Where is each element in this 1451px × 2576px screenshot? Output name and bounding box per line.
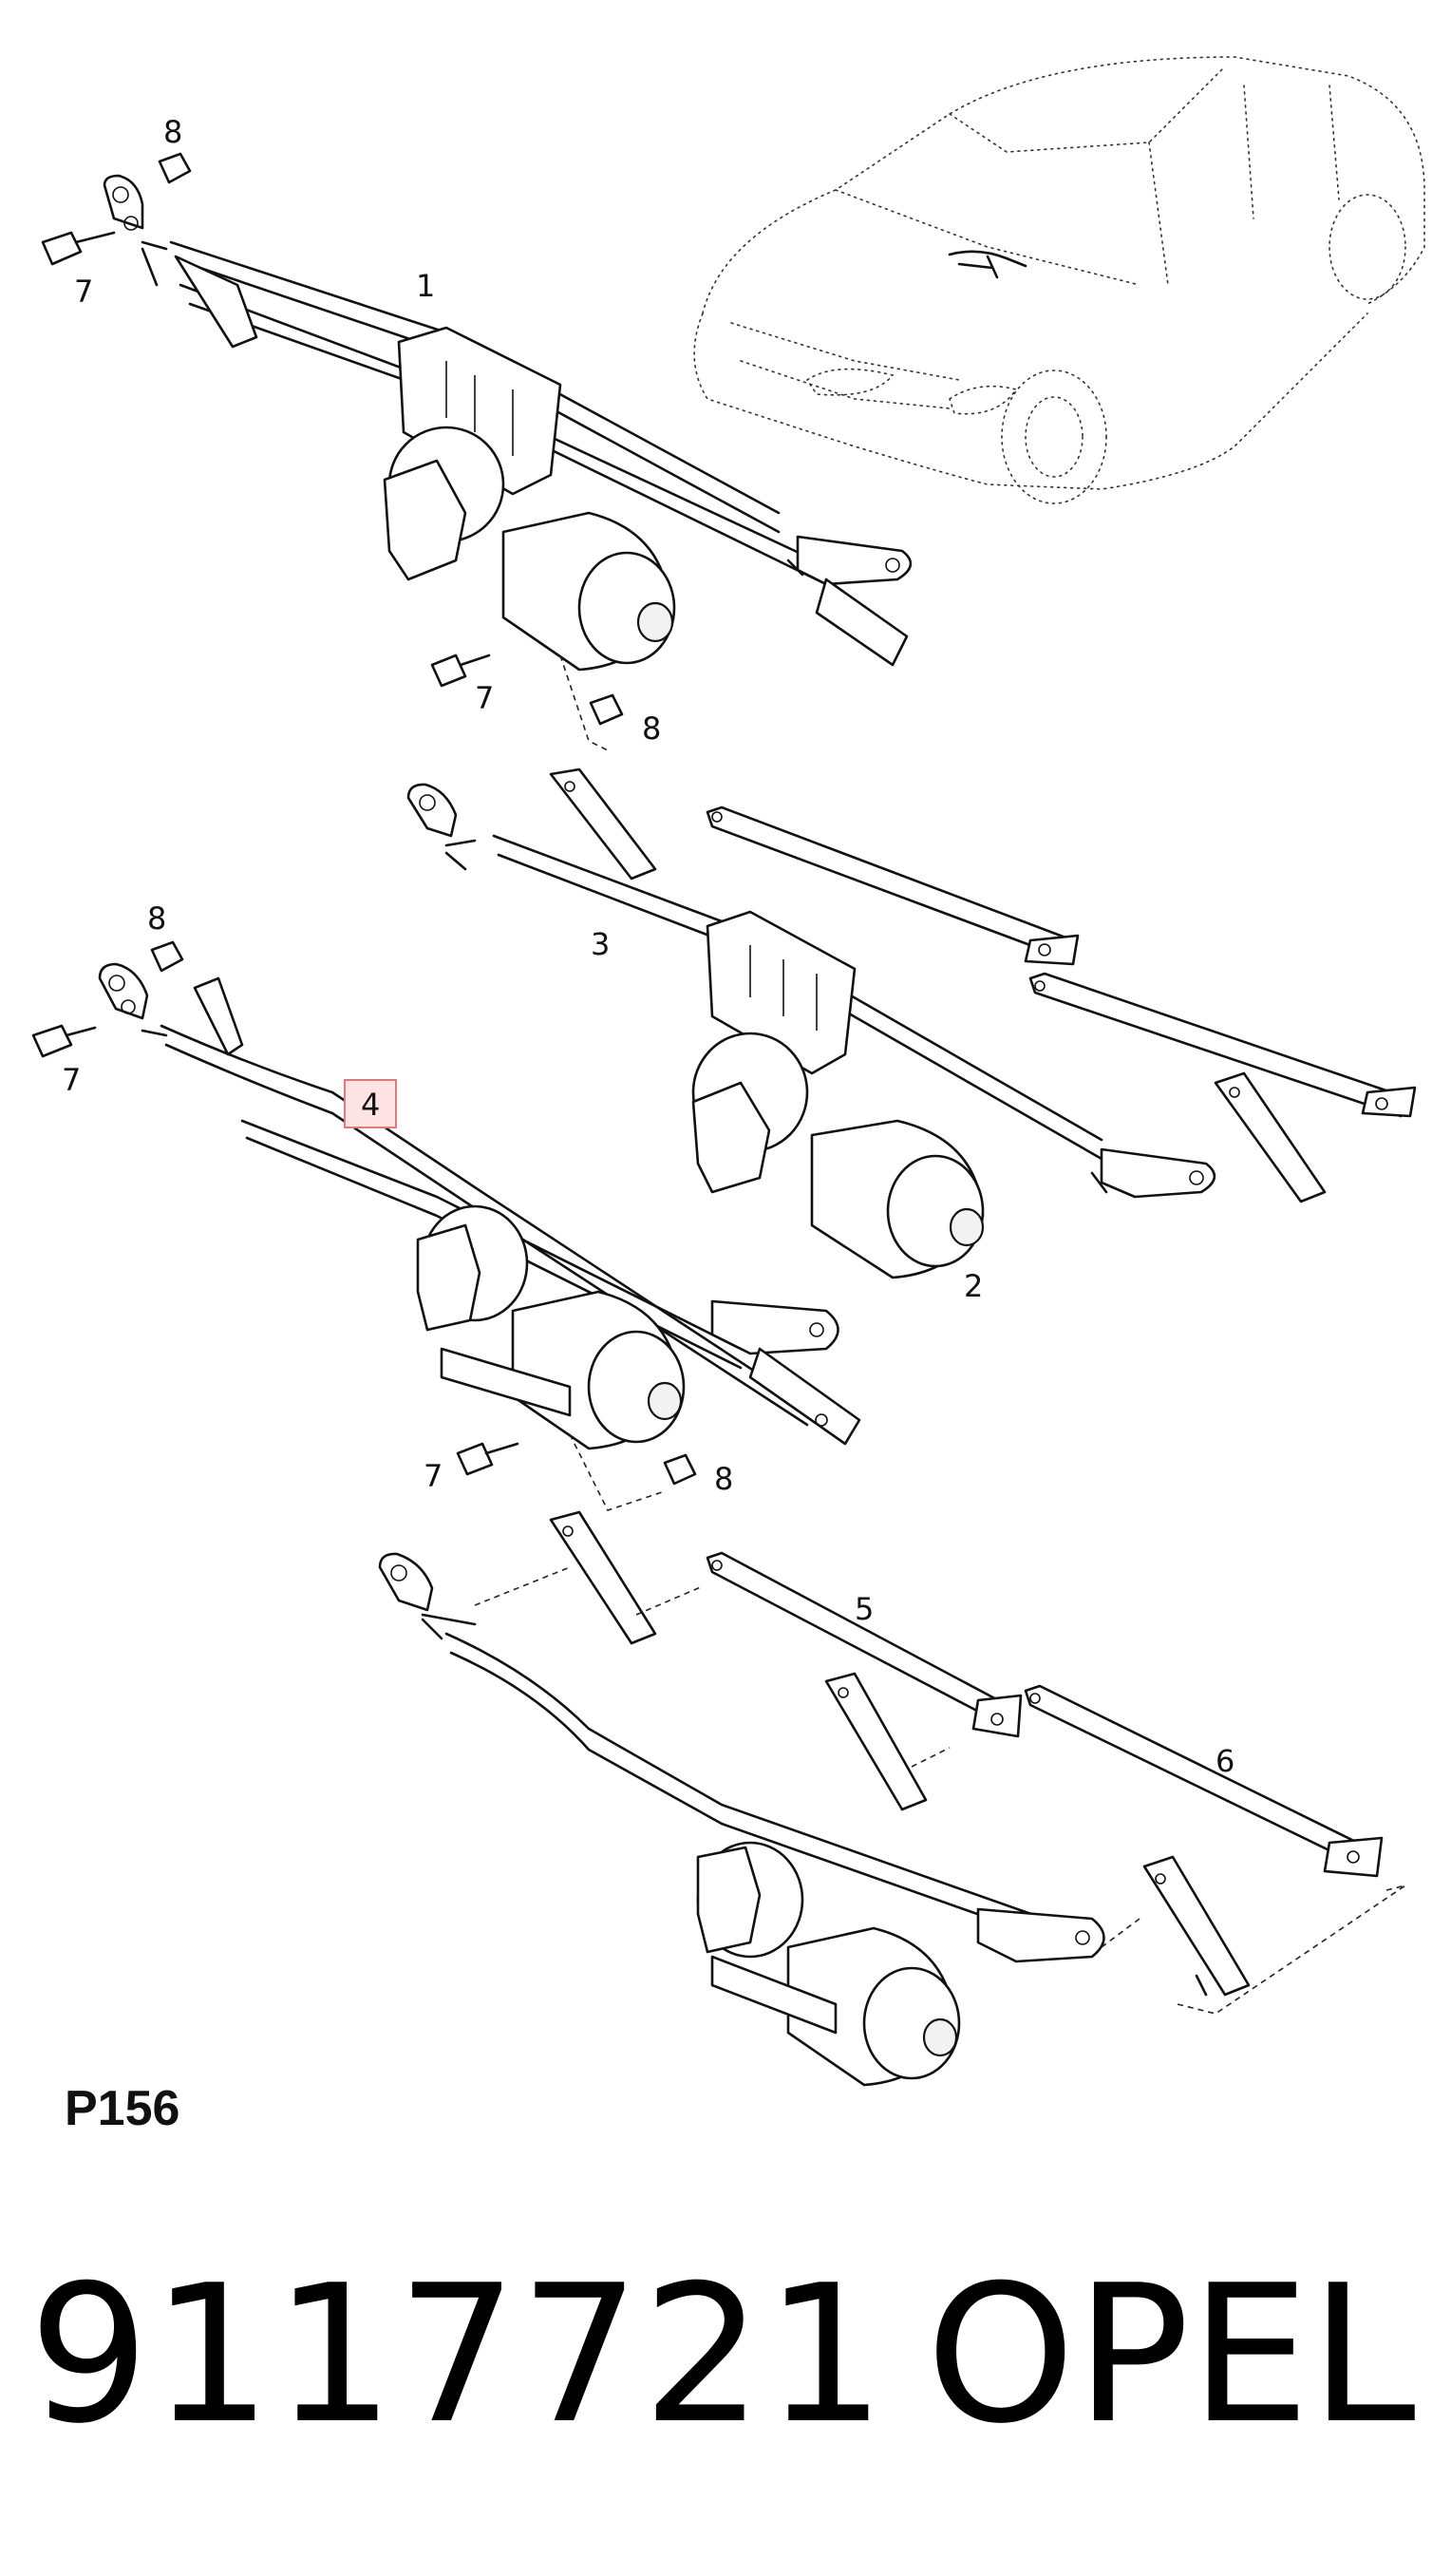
bracket-plate-bottom-center: [824, 1672, 951, 1811]
callout-8-top-center: 8: [642, 710, 661, 747]
callout-8-middle-left: 8: [147, 900, 166, 937]
wiper-linkage-assembly-2: [691, 1032, 1216, 1279]
nut-8-middle-center: [663, 1453, 697, 1486]
bracket-plate-bottom-left: [549, 1510, 704, 1645]
callout-7-middle-left: 7: [62, 1062, 81, 1098]
page-code-label: P156: [65, 2081, 180, 2136]
link-rod-lower-right: [1028, 972, 1417, 1118]
callout-2: 2: [964, 1268, 983, 1304]
callout-5: 5: [855, 1591, 874, 1627]
bolt-7-top-center: [430, 653, 491, 688]
bracket-plate-bottom-right: [1142, 1855, 1251, 1997]
wiper-linkage-assembly-1: [103, 174, 913, 751]
car-outline-illustration: [693, 56, 1425, 504]
bolt-7-middle-left: [31, 1024, 97, 1058]
link-rod-6: [1024, 1684, 1406, 2015]
highlight-box-callout-4: [344, 1079, 397, 1128]
bolt-7-middle-center: [456, 1442, 519, 1476]
callout-6: 6: [1215, 1743, 1234, 1779]
nut-8-top-left: [158, 152, 192, 184]
callout-7-top-center: 7: [475, 680, 494, 716]
part-number: 9117721: [28, 2245, 888, 2466]
link-rod-upper-right: [706, 805, 1080, 966]
callout-4[interactable]: 4: [361, 1087, 380, 1123]
wiper-linkage-assembly-4: [98, 962, 861, 1511]
link-rod-5: [706, 1551, 1023, 1738]
callout-1: 1: [416, 268, 435, 304]
nut-8-top-center: [589, 693, 624, 726]
bracket-plate-lower: [1214, 1071, 1327, 1203]
bolt-7-top-left: [41, 231, 116, 266]
brand-name: OPEL: [926, 2245, 1416, 2466]
callout-8-middle-center: 8: [714, 1461, 733, 1497]
nut-8-middle-left: [150, 940, 184, 973]
callout-8-top-left: 8: [163, 114, 182, 150]
callout-3: 3: [591, 926, 610, 962]
callout-7-middle-center: 7: [424, 1458, 443, 1494]
wiper-linkage-assembly-bottom: [378, 1552, 1140, 2087]
callout-7-top-left: 7: [74, 274, 93, 310]
bracket-plate-upper: [549, 767, 657, 881]
